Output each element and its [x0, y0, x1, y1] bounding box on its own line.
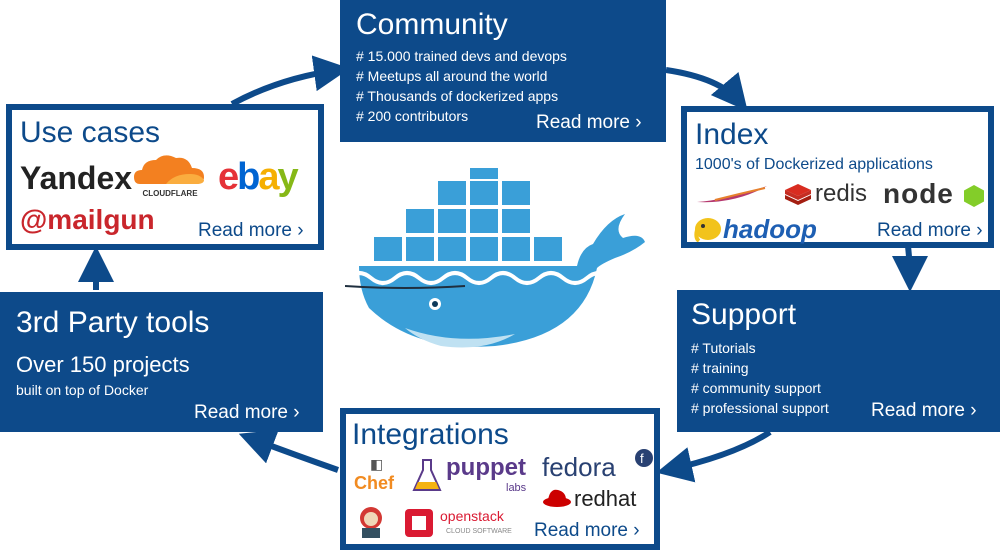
- community-list: # 15.000 trained devs and devops # Meetu…: [356, 46, 567, 126]
- support-item: # community support: [691, 380, 821, 396]
- fedora-logo: fedora: [542, 452, 616, 482]
- openstack-tagline: CLOUD SOFTWARE: [446, 528, 512, 535]
- index-subtitle: 1000's of Dockerized applications: [695, 156, 933, 173]
- chef-logo: ◧ Chef: [354, 456, 394, 494]
- index-box: Index 1000's of Dockerized applications …: [681, 106, 994, 248]
- third-party-headline: Over 150 projects: [16, 352, 190, 377]
- index-title: Index: [695, 118, 769, 151]
- arrow-support-to-integrations: [656, 429, 772, 483]
- puppet-logo: puppet: [446, 454, 526, 481]
- arrow-usecases-to-community: [230, 55, 350, 107]
- support-item: # training: [691, 360, 749, 376]
- redis-cube-icon: [783, 182, 813, 215]
- cloudflare-logo: CLOUDFLARE: [130, 152, 210, 198]
- community-title: Community: [356, 8, 508, 41]
- community-box: Community # 15.000 trained devs and devo…: [340, 0, 666, 142]
- third-party-box: 3rd Party tools Over 150 projects built …: [0, 292, 323, 432]
- whale-body: [359, 214, 645, 347]
- puppet-labs-label: labs: [506, 482, 527, 494]
- use-cases-box: Use cases Yandex CLOUDFLARE ebay @mailgu…: [6, 104, 324, 250]
- nodejs-hexagon-icon: [963, 184, 985, 213]
- community-item: # 15.000 trained devs and devops: [356, 48, 567, 64]
- community-item: # 200 contributors: [356, 108, 469, 124]
- integrations-box: Integrations ◧ Chef puppet labs fedora f…: [340, 408, 660, 550]
- node-logo: node: [883, 178, 954, 209]
- container-stack: [372, 168, 564, 263]
- openstack-logo: openstack: [440, 508, 504, 524]
- water-line: [345, 271, 647, 285]
- support-box: Support # Tutorials # training # communi…: [677, 290, 1000, 432]
- support-item: # professional support: [691, 400, 829, 416]
- puppet-flask-icon: [412, 458, 442, 497]
- third-party-subline: built on top of Docker: [16, 382, 149, 398]
- redhat-icon: [542, 486, 572, 513]
- support-list: # Tutorials # training # community suppo…: [691, 338, 829, 418]
- third-party-title: 3rd Party tools: [16, 306, 210, 339]
- docker-whale-logo: [345, 168, 647, 348]
- hadoop-logo: hadoop: [723, 214, 817, 244]
- community-item: # Meetups all around the world: [356, 68, 548, 84]
- cloudflare-wordmark: CLOUDFLARE: [142, 189, 198, 198]
- mailgun-logo: @mailgun: [20, 204, 155, 235]
- yandex-logo: Yandex: [20, 160, 133, 196]
- whale-belly: [405, 328, 515, 348]
- chef-icon: ◧: [370, 456, 384, 472]
- third-party-read-more-link[interactable]: Read more ›: [194, 402, 300, 423]
- arrow-community-to-index: [665, 67, 748, 112]
- community-item: # Thousands of dockerized apps: [356, 88, 559, 104]
- arrow-integrations-to-thirdparty: [238, 429, 339, 473]
- openstack-icon: [404, 508, 434, 543]
- hadoop-elephant-icon: [693, 216, 723, 247]
- jenkins-icon: [356, 504, 386, 543]
- index-read-more-link[interactable]: Read more ›: [877, 220, 983, 241]
- svg-text:f: f: [640, 451, 644, 466]
- support-read-more-link[interactable]: Read more ›: [871, 400, 977, 421]
- integrations-read-more-link[interactable]: Read more ›: [534, 520, 640, 541]
- use-cases-read-more-link[interactable]: Read more ›: [198, 220, 304, 241]
- support-title: Support: [691, 298, 797, 331]
- redis-logo: redis: [815, 180, 868, 207]
- water-line-dark: [345, 285, 466, 289]
- integrations-title: Integrations: [352, 418, 509, 451]
- whale-pupil: [432, 301, 438, 307]
- arrow-index-to-support: [891, 245, 928, 292]
- ebay-logo: ebay: [218, 156, 299, 198]
- fedora-icon: f: [634, 448, 654, 473]
- redhat-logo: redhat: [574, 486, 637, 511]
- use-cases-title: Use cases: [20, 116, 161, 149]
- chef-wordmark: Chef: [354, 473, 394, 493]
- community-read-more-link[interactable]: Read more ›: [536, 112, 642, 133]
- support-item: # Tutorials: [691, 340, 756, 356]
- apache-feather-icon: [695, 182, 769, 211]
